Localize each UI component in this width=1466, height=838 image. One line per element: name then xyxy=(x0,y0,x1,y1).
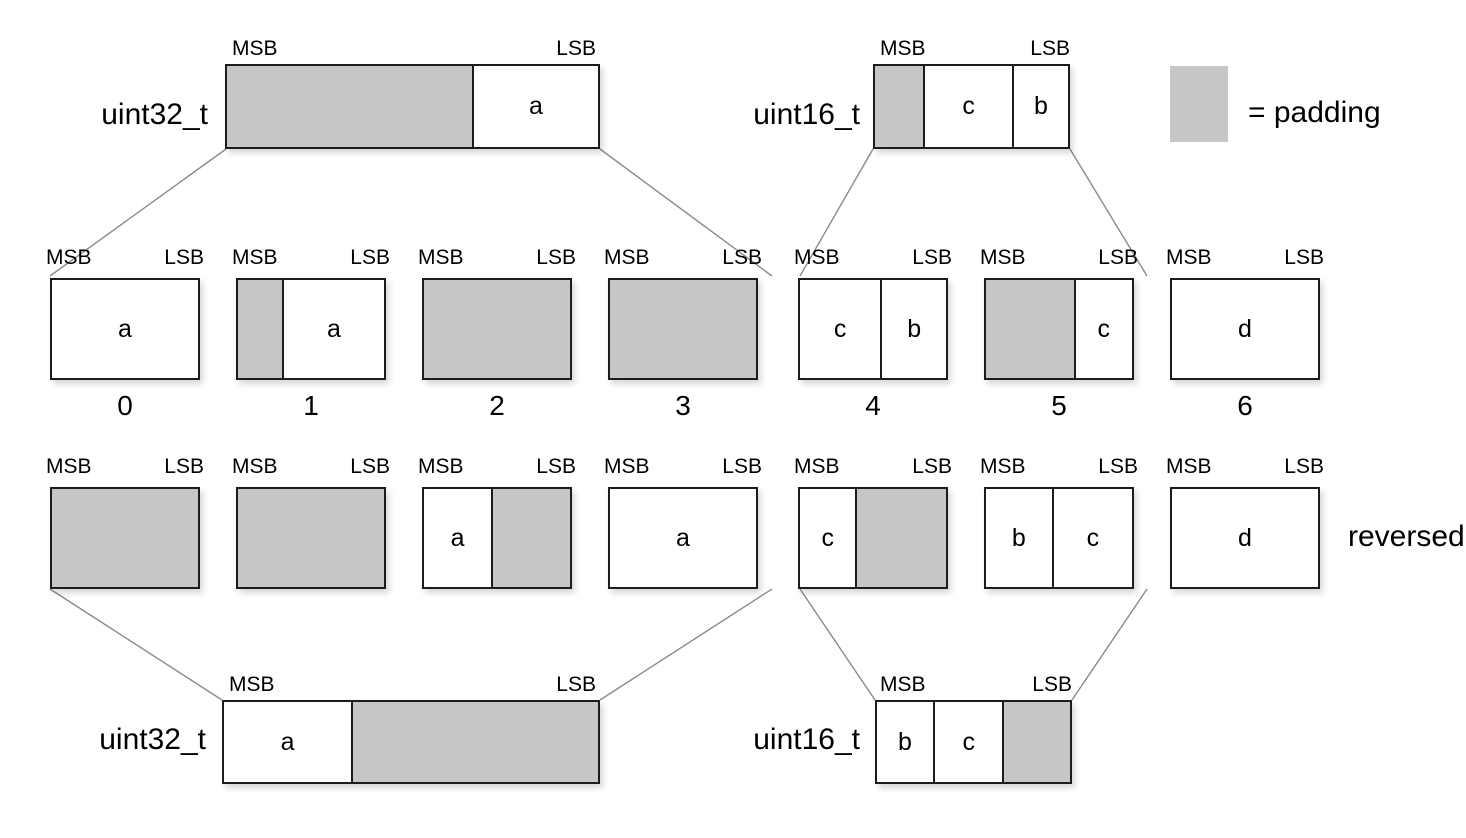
lsb-caption-byte-4: LSB xyxy=(912,246,952,269)
msb-caption-byte-0: MSB xyxy=(46,246,92,269)
padding-cell xyxy=(351,702,598,782)
type-label-uint16-top: uint16_t xyxy=(753,98,860,131)
lsb-caption-reversed-5: LSB xyxy=(1098,455,1138,478)
msb-caption-byte-5: MSB xyxy=(980,246,1026,269)
value-cell-c: c xyxy=(800,280,881,378)
msb-caption-reversed-3: MSB xyxy=(604,455,650,478)
padding-cell xyxy=(424,280,570,378)
padding-cell xyxy=(610,280,756,378)
lsb-caption-byte-6: LSB xyxy=(1284,246,1324,269)
padding-cell xyxy=(1002,702,1070,782)
value-cell-a: a xyxy=(52,280,198,378)
msb-caption-uint32-top: MSB xyxy=(232,37,278,60)
value-cell-c: c xyxy=(800,489,856,587)
lsb-caption-uint32-bottom: LSB xyxy=(556,673,596,696)
value-cell-a: a xyxy=(424,489,492,587)
reversed-byte-box-4: c xyxy=(798,487,948,589)
value-cell-a: a xyxy=(471,66,598,147)
value-cell-a: a xyxy=(224,702,352,782)
padding-cell xyxy=(238,489,384,587)
type-label-uint16-bottom: uint16_t xyxy=(753,723,860,756)
lsb-caption-reversed-1: LSB xyxy=(350,455,390,478)
msb-caption-uint16-bottom: MSB xyxy=(880,673,926,696)
lsb-caption-byte-5: LSB xyxy=(1098,246,1138,269)
value-cell-a: a xyxy=(281,280,384,378)
byte-box-5: c xyxy=(984,278,1134,380)
lsb-caption-reversed-3: LSB xyxy=(722,455,762,478)
msb-caption-uint16-top: MSB xyxy=(880,37,926,60)
padding-cell xyxy=(491,489,570,587)
byte-index-label-0: 0 xyxy=(117,390,133,421)
field-box-uint32-top: a xyxy=(225,64,600,149)
reversed-row-label: reversed xyxy=(1348,520,1465,553)
lsb-caption-reversed-0: LSB xyxy=(164,455,204,478)
msb-caption-reversed-5: MSB xyxy=(980,455,1026,478)
byte-index-label-5: 5 xyxy=(1051,390,1067,421)
byte-box-1: a xyxy=(236,278,386,380)
lsb-caption-reversed-6: LSB xyxy=(1284,455,1324,478)
lsb-caption-uint16-top: LSB xyxy=(1030,37,1070,60)
type-label-uint32-top: uint32_t xyxy=(101,98,208,131)
value-cell-c: c xyxy=(1073,280,1132,378)
value-cell-c: c xyxy=(923,66,1013,147)
msb-caption-reversed-2: MSB xyxy=(418,455,464,478)
type-label-uint32-bottom: uint32_t xyxy=(99,723,206,756)
padding-cell xyxy=(875,66,924,147)
byte-box-3 xyxy=(608,278,758,380)
padding-cell xyxy=(238,280,282,378)
byte-index-label-6: 6 xyxy=(1237,390,1253,421)
byte-index-label-3: 3 xyxy=(675,390,691,421)
lsb-caption-uint32-top: LSB xyxy=(556,37,596,60)
reversed-byte-box-3: a xyxy=(608,487,758,589)
value-cell-b: b xyxy=(1012,66,1068,147)
padding-cell xyxy=(52,489,198,587)
padding-swatch xyxy=(1170,66,1228,142)
value-cell-d: d xyxy=(1172,280,1318,378)
value-cell-a: a xyxy=(610,489,756,587)
value-cell-b: b xyxy=(986,489,1052,587)
msb-caption-uint32-bottom: MSB xyxy=(229,673,275,696)
reversed-byte-box-1 xyxy=(236,487,386,589)
legend-label: = padding xyxy=(1248,96,1381,129)
msb-caption-reversed-6: MSB xyxy=(1166,455,1212,478)
value-cell-d: d xyxy=(1172,489,1318,587)
msb-caption-byte-3: MSB xyxy=(604,246,650,269)
field-box-uint32-bottom: a xyxy=(222,700,600,784)
msb-caption-byte-2: MSB xyxy=(418,246,464,269)
lsb-caption-reversed-4: LSB xyxy=(912,455,952,478)
reversed-byte-box-0 xyxy=(50,487,200,589)
msb-caption-reversed-4: MSB xyxy=(794,455,840,478)
msb-caption-reversed-1: MSB xyxy=(232,455,278,478)
lsb-caption-byte-2: LSB xyxy=(536,246,576,269)
padding-cell xyxy=(855,489,946,587)
lsb-caption-byte-3: LSB xyxy=(722,246,762,269)
byte-box-2 xyxy=(422,278,572,380)
msb-caption-byte-1: MSB xyxy=(232,246,278,269)
value-cell-b: b xyxy=(877,702,933,782)
value-cell-c: c xyxy=(1051,489,1132,587)
lsb-caption-reversed-2: LSB xyxy=(536,455,576,478)
byte-box-6: d xyxy=(1170,278,1320,380)
byte-index-label-4: 4 xyxy=(865,390,881,421)
msb-caption-byte-6: MSB xyxy=(1166,246,1212,269)
reversed-byte-box-2: a xyxy=(422,487,572,589)
reversed-byte-box-6: d xyxy=(1170,487,1320,589)
padding-cell xyxy=(986,280,1074,378)
byte-box-0: a xyxy=(50,278,200,380)
byte-index-label-1: 1 xyxy=(303,390,319,421)
value-cell-b: b xyxy=(880,280,946,378)
byte-index-label-2: 2 xyxy=(489,390,505,421)
lsb-caption-uint16-bottom: LSB xyxy=(1032,673,1072,696)
padding-cell xyxy=(227,66,472,147)
lsb-caption-byte-1: LSB xyxy=(350,246,390,269)
value-cell-c: c xyxy=(932,702,1003,782)
msb-caption-reversed-0: MSB xyxy=(46,455,92,478)
lsb-caption-byte-0: LSB xyxy=(164,246,204,269)
msb-caption-byte-4: MSB xyxy=(794,246,840,269)
